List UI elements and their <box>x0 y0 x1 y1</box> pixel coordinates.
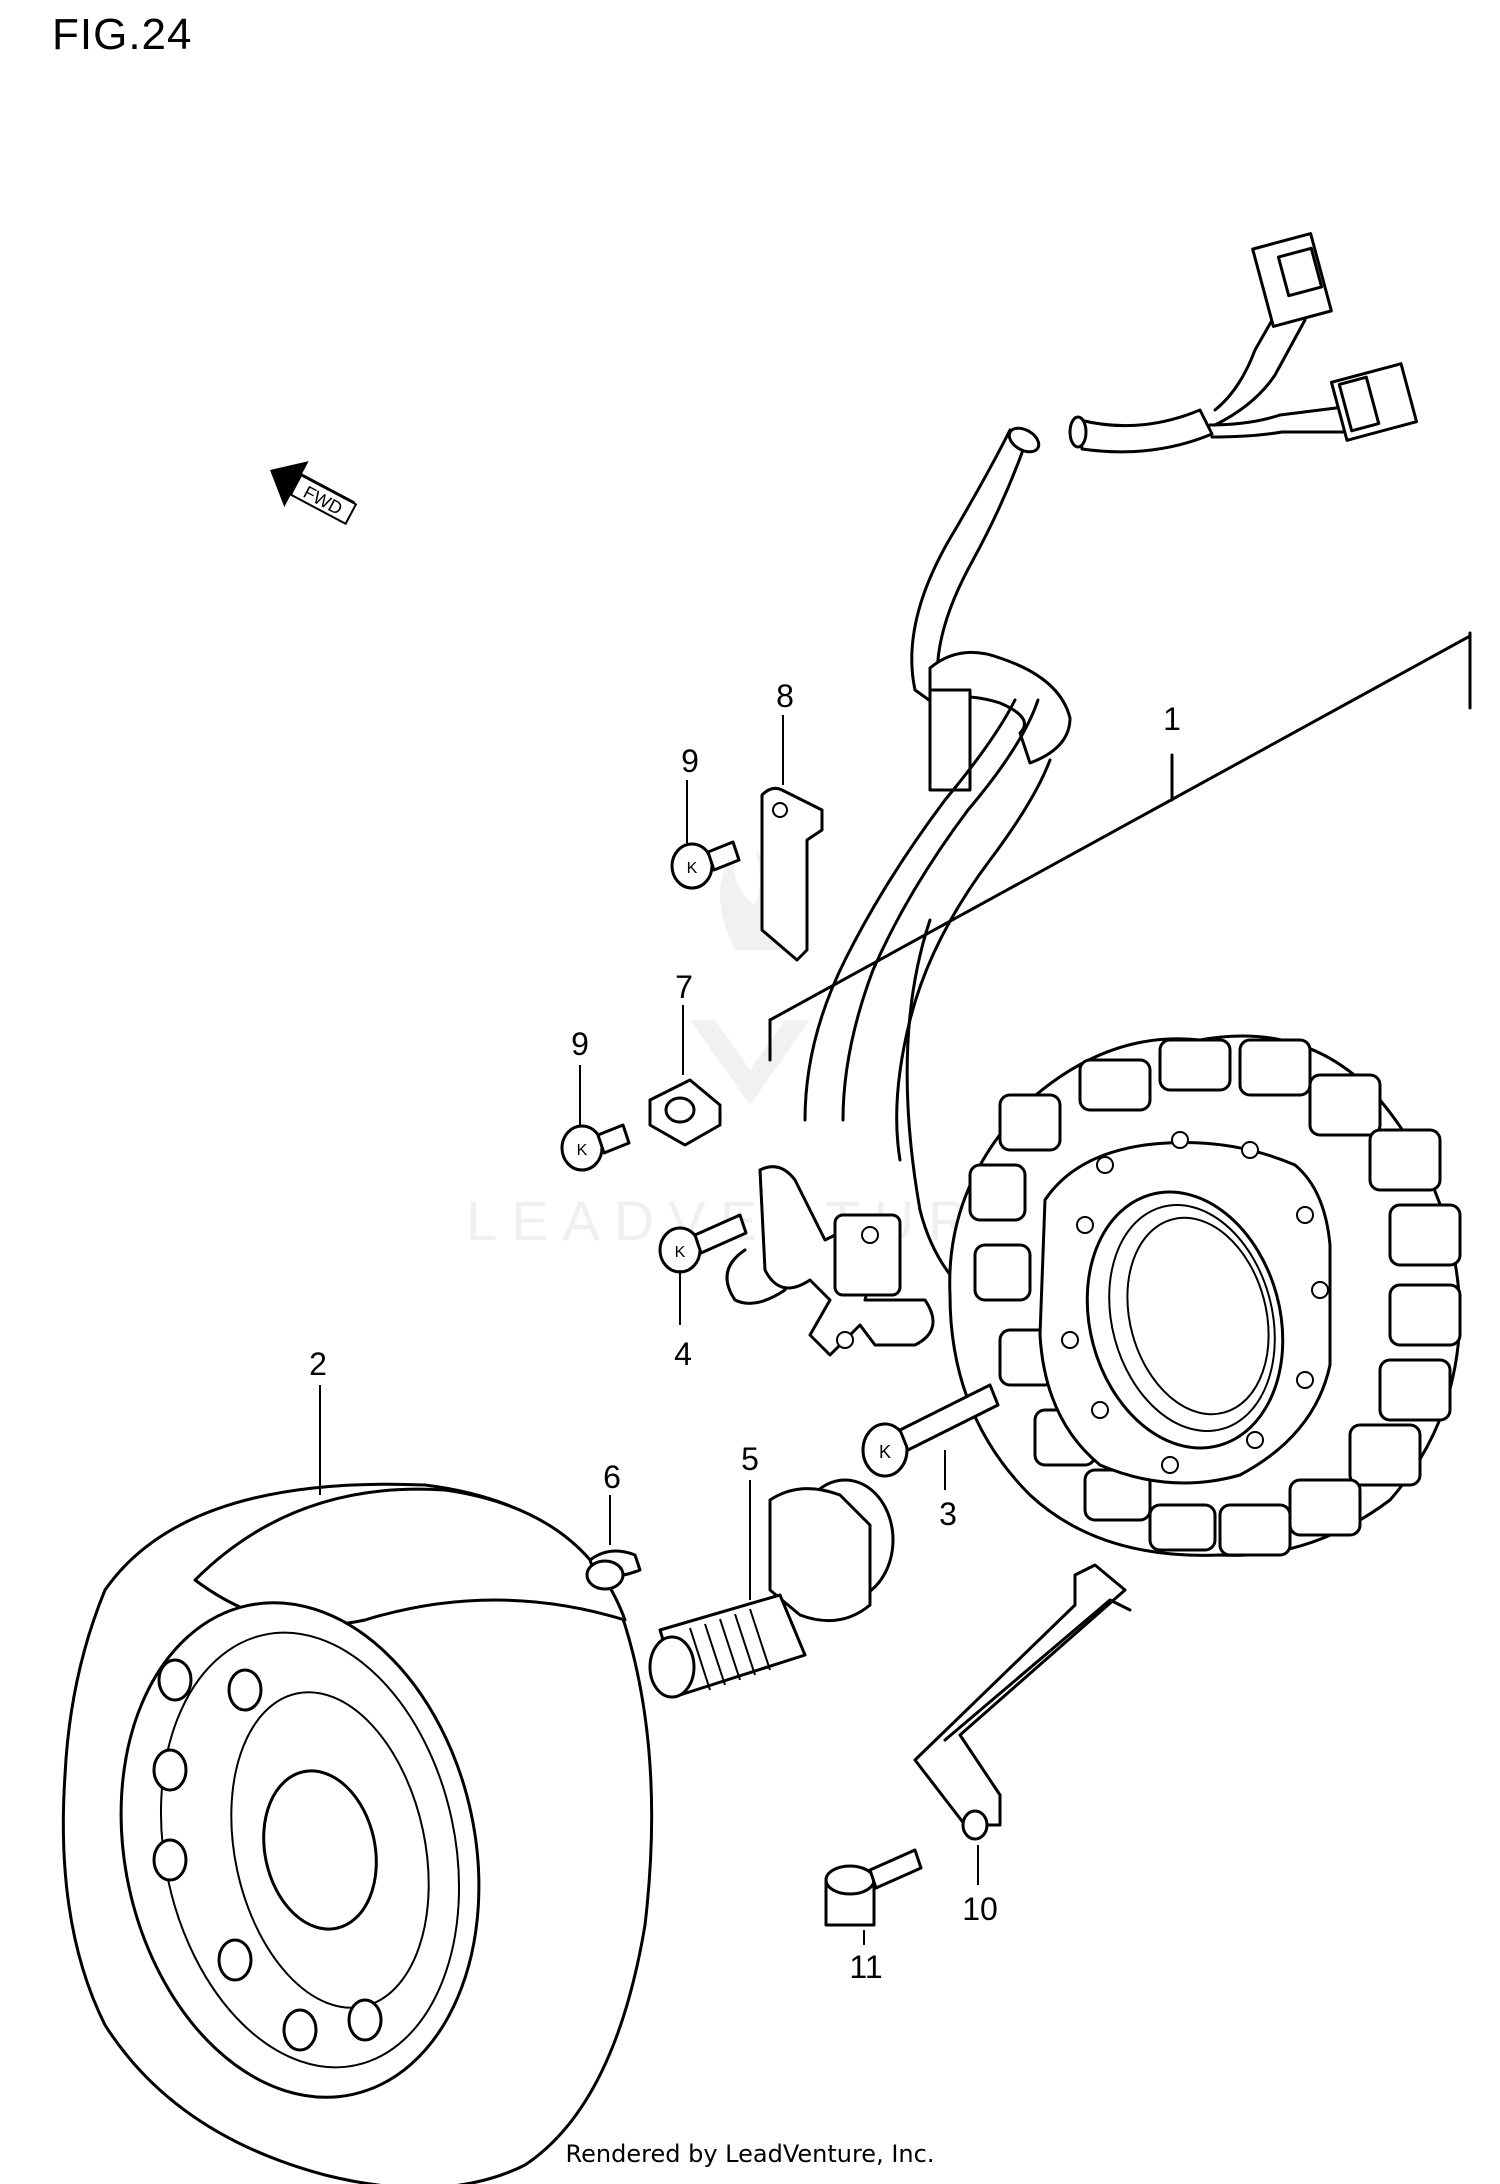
label-part-2: 2 <box>309 1346 327 1382</box>
stator-part-1 <box>948 1034 1462 1557</box>
label-part-9-upper: 9 <box>681 743 699 779</box>
render-credit: Rendered by LeadVenture, Inc. <box>565 2140 935 2168</box>
label-part-5: 5 <box>741 1441 759 1477</box>
fwd-arrow-badge: FWD <box>270 461 358 526</box>
lead-cover-part-10 <box>913 1563 1132 1841</box>
label-part-6: 6 <box>603 1459 621 1495</box>
label-part-11: 11 <box>849 1949 882 1985</box>
screw-part-9-upper: K <box>670 840 741 890</box>
rotor-part-2 <box>61 1482 654 2184</box>
svg-text:K: K <box>577 1142 588 1159</box>
label-part-9-lower: 9 <box>571 1026 589 1062</box>
label-part-10: 10 <box>962 1891 998 1927</box>
watermark: LEADVENTURE <box>466 850 1034 1252</box>
leader-lines <box>319 715 1173 1945</box>
wiring-harness <box>803 232 1419 1307</box>
screw-part-3: K <box>861 1383 1000 1478</box>
watermark-text: LEADVENTURE <box>466 1189 1034 1252</box>
wire-plate-part-8 <box>760 786 824 962</box>
label-part-1: 1 <box>1163 701 1181 737</box>
part-labels: 1 2 3 4 5 6 7 8 9 9 10 11 <box>309 678 1181 1985</box>
label-part-3: 3 <box>939 1496 957 1532</box>
screw-part-9-lower: K <box>560 1123 631 1172</box>
label-part-4: 4 <box>674 1336 692 1372</box>
wire-clamp-part-7 <box>648 1078 722 1147</box>
label-part-7: 7 <box>675 969 693 1005</box>
label-part-8: 8 <box>776 678 794 714</box>
woodruff-key-part-6 <box>585 1549 642 1591</box>
pickup-coil <box>725 1165 935 1357</box>
stator-bracket <box>768 631 1472 1062</box>
rotor-bolt-part-5 <box>648 1478 895 1699</box>
bolt-part-11 <box>824 1848 923 1927</box>
svg-text:K: K <box>687 860 698 877</box>
svg-text:K: K <box>879 1442 891 1462</box>
figure-title: FIG.24 <box>52 10 193 59</box>
svg-text:K: K <box>675 1244 686 1261</box>
